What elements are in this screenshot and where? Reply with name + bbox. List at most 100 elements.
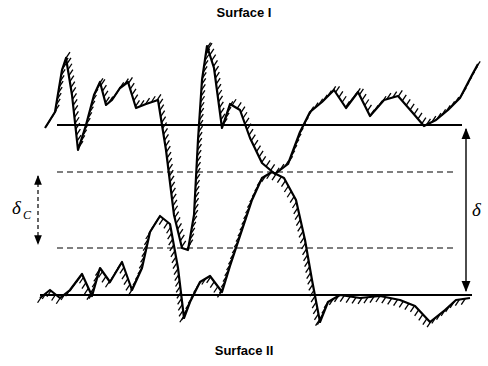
- hatch-stroke: [144, 239, 148, 245]
- hatch-stroke: [271, 164, 275, 170]
- hatch-stroke: [143, 245, 147, 251]
- hatch-stroke: [59, 81, 63, 87]
- hatch-stroke: [92, 281, 96, 287]
- hatch-stroke: [179, 310, 183, 316]
- hatch-stroke: [221, 114, 225, 120]
- hatch-stroke: [442, 109, 446, 115]
- hatch-stroke: [342, 96, 346, 102]
- hatch-stroke: [247, 124, 251, 130]
- hatch-stroke: [47, 291, 51, 297]
- hatch-stroke: [200, 108, 204, 114]
- hatch-stroke: [352, 297, 356, 303]
- hatch-stroke: [393, 92, 397, 98]
- hatch-stroke: [410, 306, 414, 312]
- hatch-stroke: [186, 303, 190, 309]
- hatch-stroke: [196, 180, 200, 186]
- hatch-stroke: [476, 61, 480, 67]
- hatch-stroke: [314, 314, 318, 320]
- hatch-stroke: [94, 89, 98, 95]
- hatch-stroke: [89, 107, 93, 113]
- hatch-stroke: [173, 200, 177, 206]
- hatch-stroke: [291, 151, 295, 157]
- hatch-stroke: [294, 208, 298, 214]
- hatch-stroke: [169, 239, 173, 245]
- hatch-stroke: [241, 107, 245, 113]
- hatch-stroke: [296, 220, 300, 226]
- hatch-stroke: [340, 296, 344, 302]
- hatch-stroke: [446, 306, 450, 312]
- hatch-stroke: [313, 308, 317, 314]
- hatch-stroke: [219, 96, 223, 102]
- hatch-stroke: [192, 222, 196, 228]
- hatch-stroke: [210, 49, 214, 55]
- hatch-stroke: [284, 186, 288, 192]
- dimension-symbol: δ: [472, 200, 481, 219]
- hatch-stroke: [314, 103, 318, 109]
- hatch-stroke: [130, 83, 134, 89]
- dimension-subscript: C: [23, 209, 31, 221]
- hatch-stroke: [74, 111, 78, 117]
- hatch-stroke: [102, 276, 106, 282]
- hatch-stroke: [191, 292, 195, 298]
- hatch-stroke: [196, 168, 200, 174]
- hatch-stroke: [303, 249, 307, 255]
- hatch-stroke: [202, 279, 206, 285]
- hatch-stroke: [332, 86, 336, 92]
- hatch-stroke: [164, 222, 168, 228]
- hatch-stroke: [267, 173, 271, 179]
- hatch-stroke: [259, 151, 263, 157]
- hatch-stroke: [196, 174, 200, 180]
- hatch-stroke: [178, 304, 182, 310]
- hatch-stroke: [394, 300, 398, 306]
- upper-profile: [45, 46, 478, 250]
- hatch-stroke: [378, 101, 382, 107]
- hatch-stroke: [229, 258, 233, 264]
- hatch-stroke: [91, 287, 95, 293]
- hatch-stroke: [227, 107, 231, 113]
- hatch-stroke: [138, 268, 142, 274]
- hatch-stroke: [227, 264, 231, 270]
- hatch-stroke: [91, 101, 95, 107]
- hatch-stroke: [104, 91, 108, 97]
- hatch-stroke: [410, 104, 414, 110]
- hatch-stroke: [334, 296, 338, 302]
- hatch-stroke: [422, 118, 426, 124]
- hatch-stroke: [69, 70, 73, 76]
- hatch-stroke: [217, 84, 221, 90]
- hatch-stroke: [311, 296, 315, 302]
- hatch-stroke: [450, 302, 454, 308]
- hatch-stroke: [198, 132, 202, 138]
- hatch-stroke: [310, 290, 314, 296]
- hatch-stroke: [358, 298, 362, 304]
- hatch-stroke: [75, 117, 79, 123]
- hatch-stroke: [166, 146, 170, 152]
- hatch-stroke: [247, 202, 251, 208]
- hatch-stroke: [174, 206, 178, 212]
- hatch-stroke: [451, 101, 455, 107]
- hatch-stroke: [252, 191, 256, 197]
- hatch-stroke: [196, 162, 200, 168]
- hatch-stroke: [364, 297, 368, 303]
- hatch-stroke: [249, 129, 253, 135]
- hatch-stroke: [176, 217, 180, 223]
- hatch-stroke: [101, 79, 105, 85]
- contact-gap-arrow: [37, 176, 38, 244]
- hatch-stroke: [96, 270, 100, 276]
- hatch-stroke: [441, 310, 445, 316]
- hatch-stroke: [245, 118, 249, 124]
- hatch-stroke: [213, 60, 217, 66]
- hatch-stroke: [426, 119, 430, 125]
- hatch-stroke: [423, 319, 427, 325]
- hatch-stroke: [128, 290, 132, 296]
- hatch-stroke: [202, 72, 206, 78]
- hatch-stroke: [151, 96, 155, 102]
- surface-label: Surface II: [215, 344, 274, 357]
- hatch-stroke: [67, 58, 71, 64]
- hatch-stroke: [171, 188, 175, 194]
- hatch-stroke: [275, 168, 279, 174]
- hatch-stroke: [76, 123, 80, 129]
- hatch-stroke: [399, 301, 403, 307]
- hatch-stroke: [432, 116, 436, 122]
- contact-line: [57, 247, 455, 248]
- hatch-stroke: [102, 85, 106, 91]
